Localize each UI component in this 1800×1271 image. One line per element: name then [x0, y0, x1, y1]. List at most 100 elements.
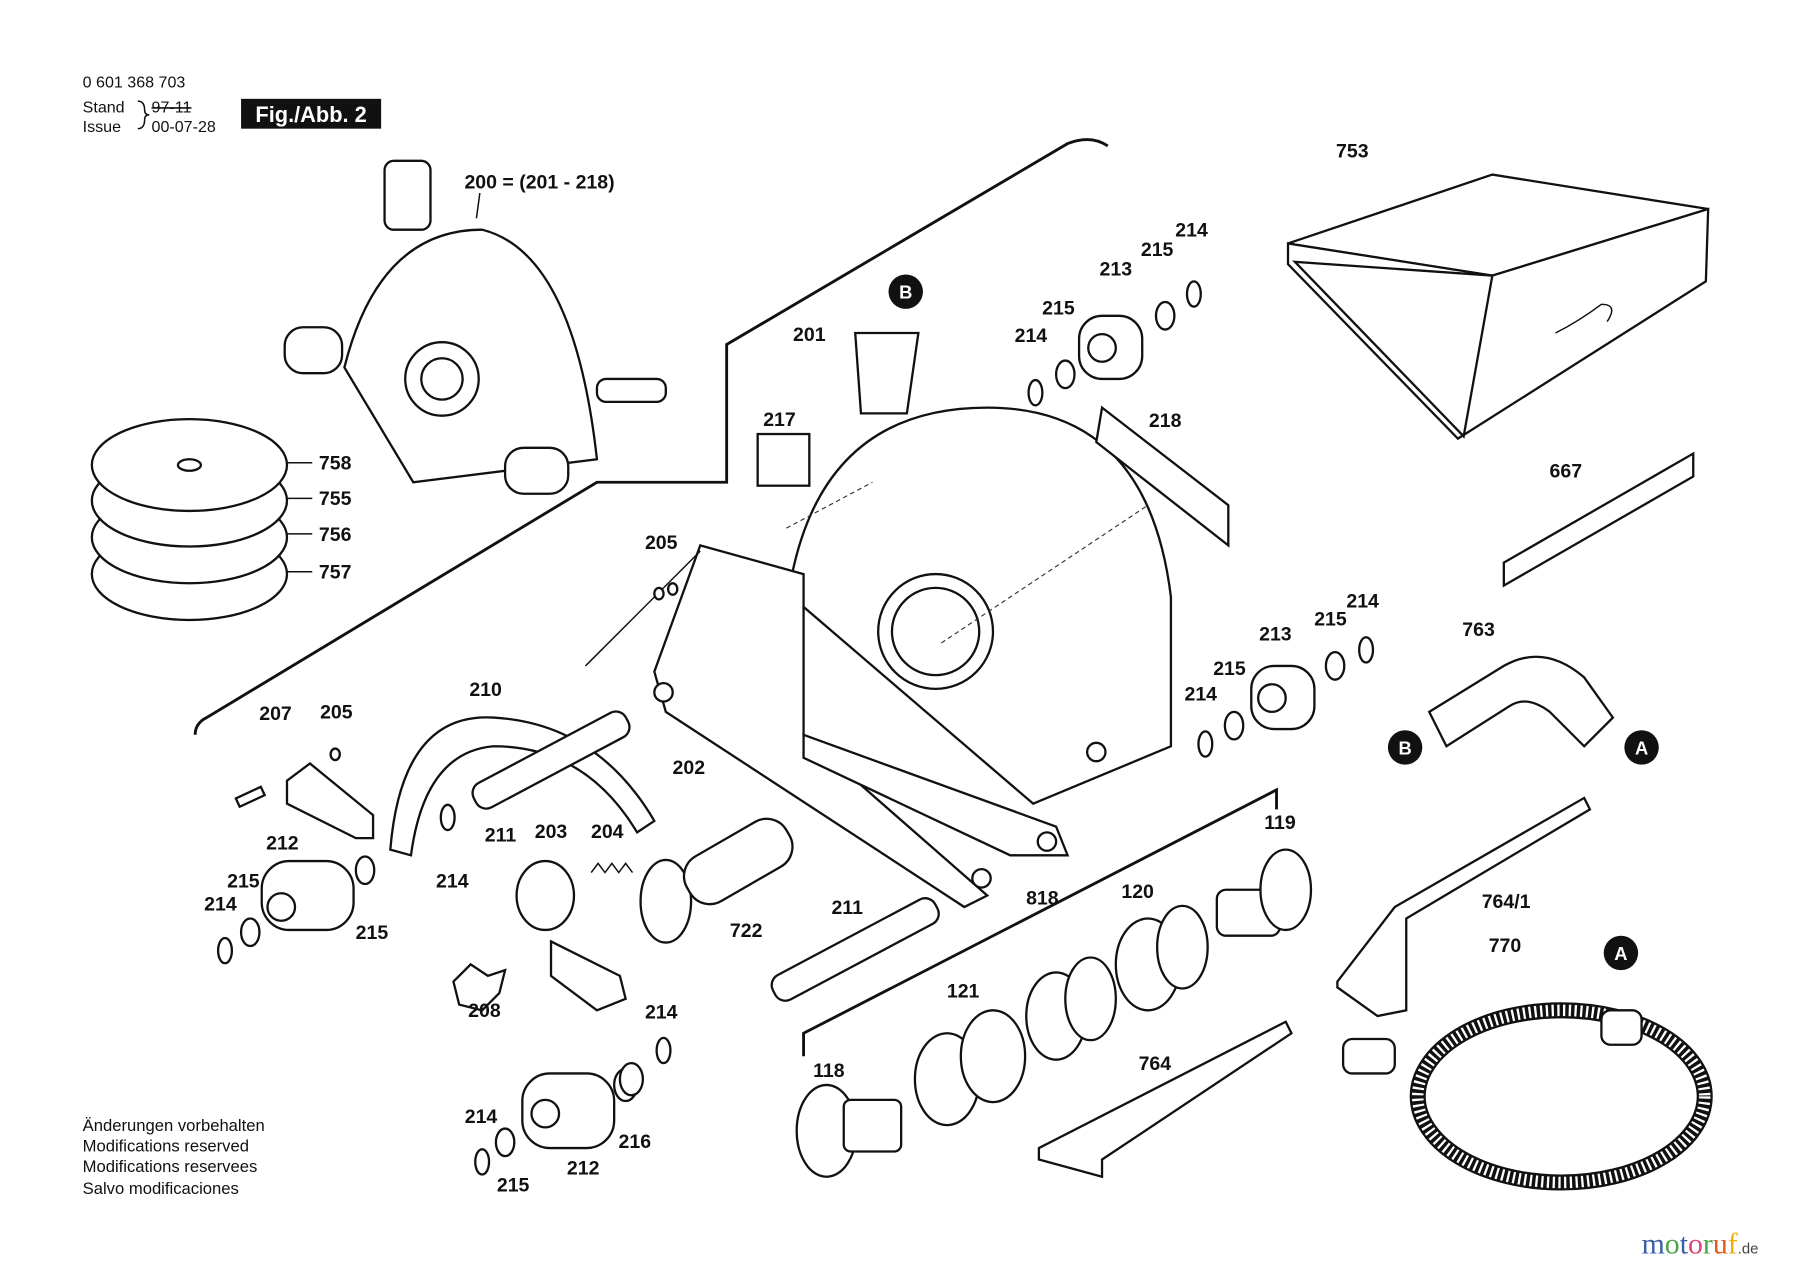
part-label: 215 [1042, 298, 1075, 320]
part-label: 214 [1346, 590, 1379, 612]
part-label: 770 [1489, 935, 1522, 957]
part-label: 204 [591, 821, 624, 843]
part-label: 213 [1100, 259, 1133, 281]
watermark-logo: motoruf.de [1642, 1228, 1759, 1261]
part-label: 207 [259, 703, 292, 725]
callout-a-hose: A [1603, 935, 1639, 971]
part-label: 215 [227, 870, 260, 892]
part-label: 818 [1026, 888, 1059, 910]
part-label: 217 [763, 409, 796, 431]
crank-203 [515, 859, 627, 1012]
part-label: 755 [319, 488, 352, 510]
part-label: 201 [793, 324, 826, 346]
part-label: 764 [1139, 1053, 1172, 1075]
elbow-763 [1427, 655, 1615, 748]
callout-a-elbow: A [1624, 730, 1659, 765]
note-fr: Modifications reservees [83, 1157, 258, 1176]
part-label: 218 [1149, 410, 1182, 432]
svg-text:B: B [1398, 737, 1411, 758]
part-label: 202 [673, 757, 706, 779]
svg-text:A: A [1635, 737, 1648, 758]
hose-770 [1341, 1002, 1713, 1191]
part-label: 212 [266, 833, 299, 855]
part-label: 120 [1121, 881, 1154, 903]
part-label: 210 [469, 679, 502, 701]
part-label: 212 [567, 1157, 600, 1179]
part-label: 211 [485, 825, 517, 847]
note-en: Modifications reserved [83, 1137, 249, 1156]
pin-211-lower [770, 897, 940, 1002]
stand-label: Stand [83, 99, 125, 117]
part-label: 216 [619, 1131, 652, 1153]
part-label: 756 [319, 524, 352, 546]
svg-text:A: A [1614, 943, 1627, 964]
pin-211-upper [471, 710, 631, 810]
spring-204 [590, 862, 634, 874]
part-label: 758 [319, 453, 352, 475]
part-label: 214 [1184, 683, 1217, 705]
part-label: 119 [1264, 812, 1296, 834]
note-es: Salvo modificaciones [83, 1179, 239, 1198]
part-label: 205 [320, 702, 353, 724]
part-label: 214 [436, 870, 469, 892]
part-label: 215 [1213, 658, 1246, 680]
lever-207 [285, 762, 375, 840]
handle-722 [639, 817, 794, 944]
part-label: 764/1 [1482, 891, 1531, 913]
assembly-bracket [193, 138, 1109, 735]
leader-line [475, 192, 481, 219]
guard-assembly-200 [283, 159, 667, 495]
screw-207 [234, 785, 267, 809]
part-label: 214 [645, 1001, 678, 1023]
part-label: 722 [730, 920, 763, 942]
part-label: 208 [468, 1000, 501, 1022]
part-label: 214 [1175, 220, 1208, 242]
issue-label: Issue [83, 118, 121, 136]
assembly-label: 200 = (201 - 218) [464, 171, 614, 193]
flange-group [795, 787, 1313, 1178]
part-label: 753 [1336, 140, 1369, 162]
base-plate-202 [653, 543, 1107, 909]
guard-201 [756, 331, 1230, 806]
brace-icon [137, 100, 150, 130]
washers-rings [216, 280, 1375, 1176]
part-label: 118 [813, 1060, 845, 1082]
wrench-764-1 [1336, 796, 1592, 1018]
star-knob-208 [452, 962, 507, 1012]
stand-value: 97-11 [152, 99, 192, 117]
note-de: Änderungen vorbehalten [83, 1116, 265, 1135]
part-label: 214 [465, 1106, 498, 1128]
part-label: 214 [204, 893, 237, 915]
cutting-blades [90, 417, 313, 622]
part-label: 215 [1314, 609, 1347, 631]
part-number: 0 601 368 703 [83, 73, 186, 91]
roller-213-top [1077, 314, 1144, 381]
part-label: 215 [356, 922, 389, 944]
roller-213-mid [1250, 664, 1316, 731]
part-label: 215 [1141, 239, 1174, 261]
svg-text:motoruf.de: motoruf.de [1642, 1228, 1759, 1261]
carrying-case-753 [1286, 173, 1710, 441]
roller-212-left [260, 859, 355, 932]
part-label: 757 [319, 562, 352, 584]
part-label: 667 [1550, 461, 1583, 483]
board-667 [1502, 451, 1695, 588]
callout-b-elbow: B [1387, 730, 1423, 765]
part-label: 211 [831, 897, 863, 919]
issue-value: 00-07-28 [152, 118, 216, 136]
wrench-764 [1037, 1020, 1293, 1179]
part-label: 205 [645, 532, 678, 554]
part-label: 121 [947, 981, 980, 1003]
part-label: 203 [535, 821, 568, 843]
figure-badge [241, 98, 382, 129]
callout-b-top: B [888, 274, 923, 309]
part-label: 215 [497, 1175, 530, 1197]
figure-label: Fig./Abb. 2 [255, 102, 366, 127]
part-label: 763 [1462, 619, 1495, 641]
roller-212-bottom [521, 1072, 616, 1150]
part-label: 213 [1259, 624, 1292, 646]
svg-text:B: B [899, 282, 912, 303]
part-labels: 201 217 218 213 215 214 215 214 753 667 … [204, 140, 1582, 1196]
part-label: 214 [1015, 325, 1048, 347]
